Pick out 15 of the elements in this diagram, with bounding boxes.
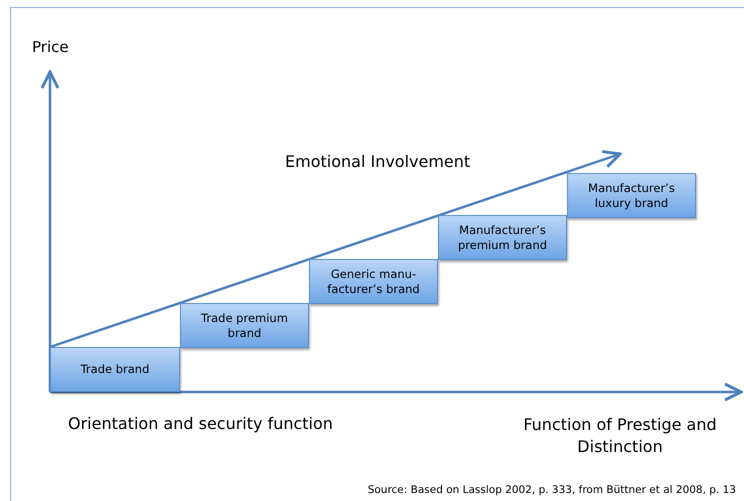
- step-box: [50, 347, 180, 392]
- box-label: Generic manu- facturer’s brand: [326, 266, 421, 296]
- step-box: [180, 303, 309, 348]
- axis-label: Orientation and security function: [68, 414, 333, 433]
- box-label: Manufacturer’s luxury brand: [587, 180, 676, 210]
- source-note: Source: Based on Lasslop 2002, p. 333, from Büttner et al 2008, p. 13: [368, 484, 736, 496]
- step-box: [438, 215, 567, 260]
- box-label: Trade brand: [80, 362, 150, 377]
- axis-label: Price: [32, 38, 69, 56]
- arrow-label: Emotional Involvement: [285, 152, 470, 171]
- step-box: [309, 259, 438, 304]
- box-label: Trade premium brand: [200, 310, 289, 340]
- axis-label: Function of Prestige and Distinction: [522, 414, 718, 458]
- box-label: Manufacturer’s premium brand: [456, 222, 548, 252]
- step-box: [567, 173, 696, 218]
